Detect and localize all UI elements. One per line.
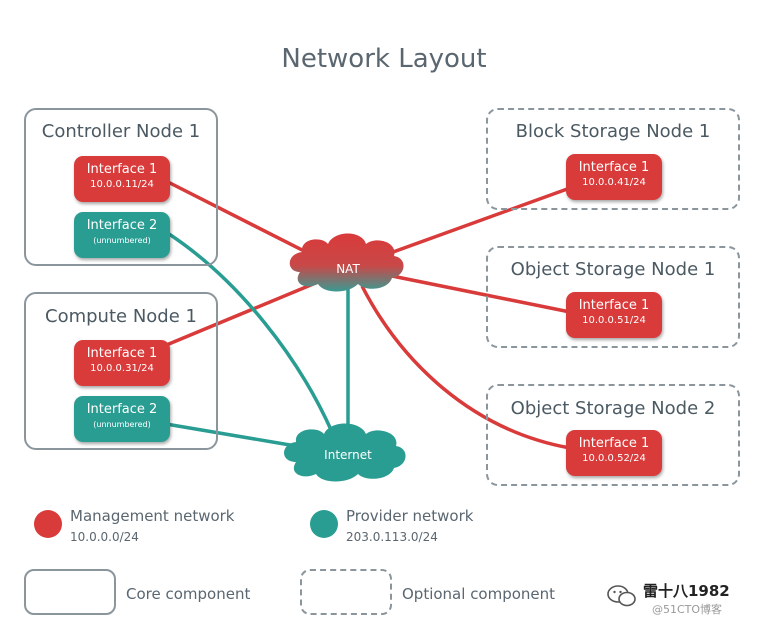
watermark-author: 雷十八1982: [643, 582, 730, 600]
interface-address: (unnumbered): [93, 420, 151, 429]
interface-address: 10.0.0.11/24: [90, 179, 154, 190]
compute-node: Compute Node 1: [24, 292, 218, 450]
object1-interface-1: Interface 1 10.0.0.51/24: [566, 292, 662, 338]
page-title: Network Layout: [281, 44, 487, 74]
interface-address: (unnumbered): [93, 236, 151, 245]
link-block-nat: [381, 186, 571, 258]
optional-component-swatch: [300, 569, 392, 615]
interface-name: Interface 2: [86, 402, 158, 417]
node-label: Block Storage Node 1: [515, 121, 711, 142]
compute-interface-2: Interface 2 (unnumbered): [74, 396, 170, 442]
provider-network-label: Provider network: [346, 507, 474, 525]
interface-address: 10.0.0.52/24: [582, 453, 646, 464]
core-component-swatch: [24, 569, 116, 615]
interface-address: 10.0.0.31/24: [90, 363, 154, 374]
management-network-subnet: 10.0.0.0/24: [70, 530, 139, 544]
node-label: Object Storage Node 1: [510, 259, 716, 280]
management-network-label: Management network: [70, 507, 235, 525]
core-component-label: Core component: [126, 585, 251, 603]
link-compute-nat: [163, 280, 319, 348]
object-storage-node-1: Object Storage Node 1: [486, 246, 740, 348]
interface-name: Interface 1: [578, 298, 650, 313]
interface-address: 10.0.0.41/24: [582, 177, 646, 188]
interface-name: Interface 1: [86, 346, 158, 361]
optional-component-label: Optional component: [402, 585, 556, 603]
management-network-swatch: [34, 510, 62, 538]
interface-name: Interface 1: [86, 162, 158, 177]
wechat-logo-icon: [607, 585, 636, 607]
block-storage-node: Block Storage Node 1: [486, 108, 740, 210]
link-object2-nat: [360, 285, 571, 450]
nat-label: NAT: [336, 262, 360, 276]
node-label: Controller Node 1: [41, 121, 201, 142]
interface-name: Interface 2: [86, 218, 158, 233]
controller-node: Controller Node 1: [24, 108, 218, 266]
internet-label: Internet: [324, 448, 372, 462]
compute-interface-1: Interface 1 10.0.0.31/24: [74, 340, 170, 386]
internet-cloud: [284, 423, 406, 482]
interface-address: 10.0.0.51/24: [582, 315, 646, 326]
object-storage-node-2: Object Storage Node 2: [486, 384, 740, 486]
interface-name: Interface 1: [578, 160, 650, 175]
controller-interface-2: Interface 2 (unnumbered): [74, 212, 170, 258]
nat-cloud: [289, 233, 404, 292]
interface-name: Interface 1: [578, 436, 650, 451]
object2-interface-1: Interface 1 10.0.0.52/24: [566, 430, 662, 476]
provider-network-subnet: 203.0.113.0/24: [346, 530, 438, 544]
provider-network-swatch: [310, 510, 338, 538]
link-object1-nat: [391, 274, 571, 314]
node-label: Compute Node 1: [45, 306, 197, 327]
block-interface-1: Interface 1 10.0.0.41/24: [566, 154, 662, 200]
link-controller-internet: [165, 230, 334, 433]
node-label: Object Storage Node 2: [510, 398, 716, 419]
watermark-site: @51CTO博客: [652, 603, 723, 616]
link-controller-nat: [163, 178, 311, 256]
controller-interface-1: Interface 1 10.0.0.11/24: [74, 156, 170, 202]
link-compute-internet: [165, 422, 297, 448]
